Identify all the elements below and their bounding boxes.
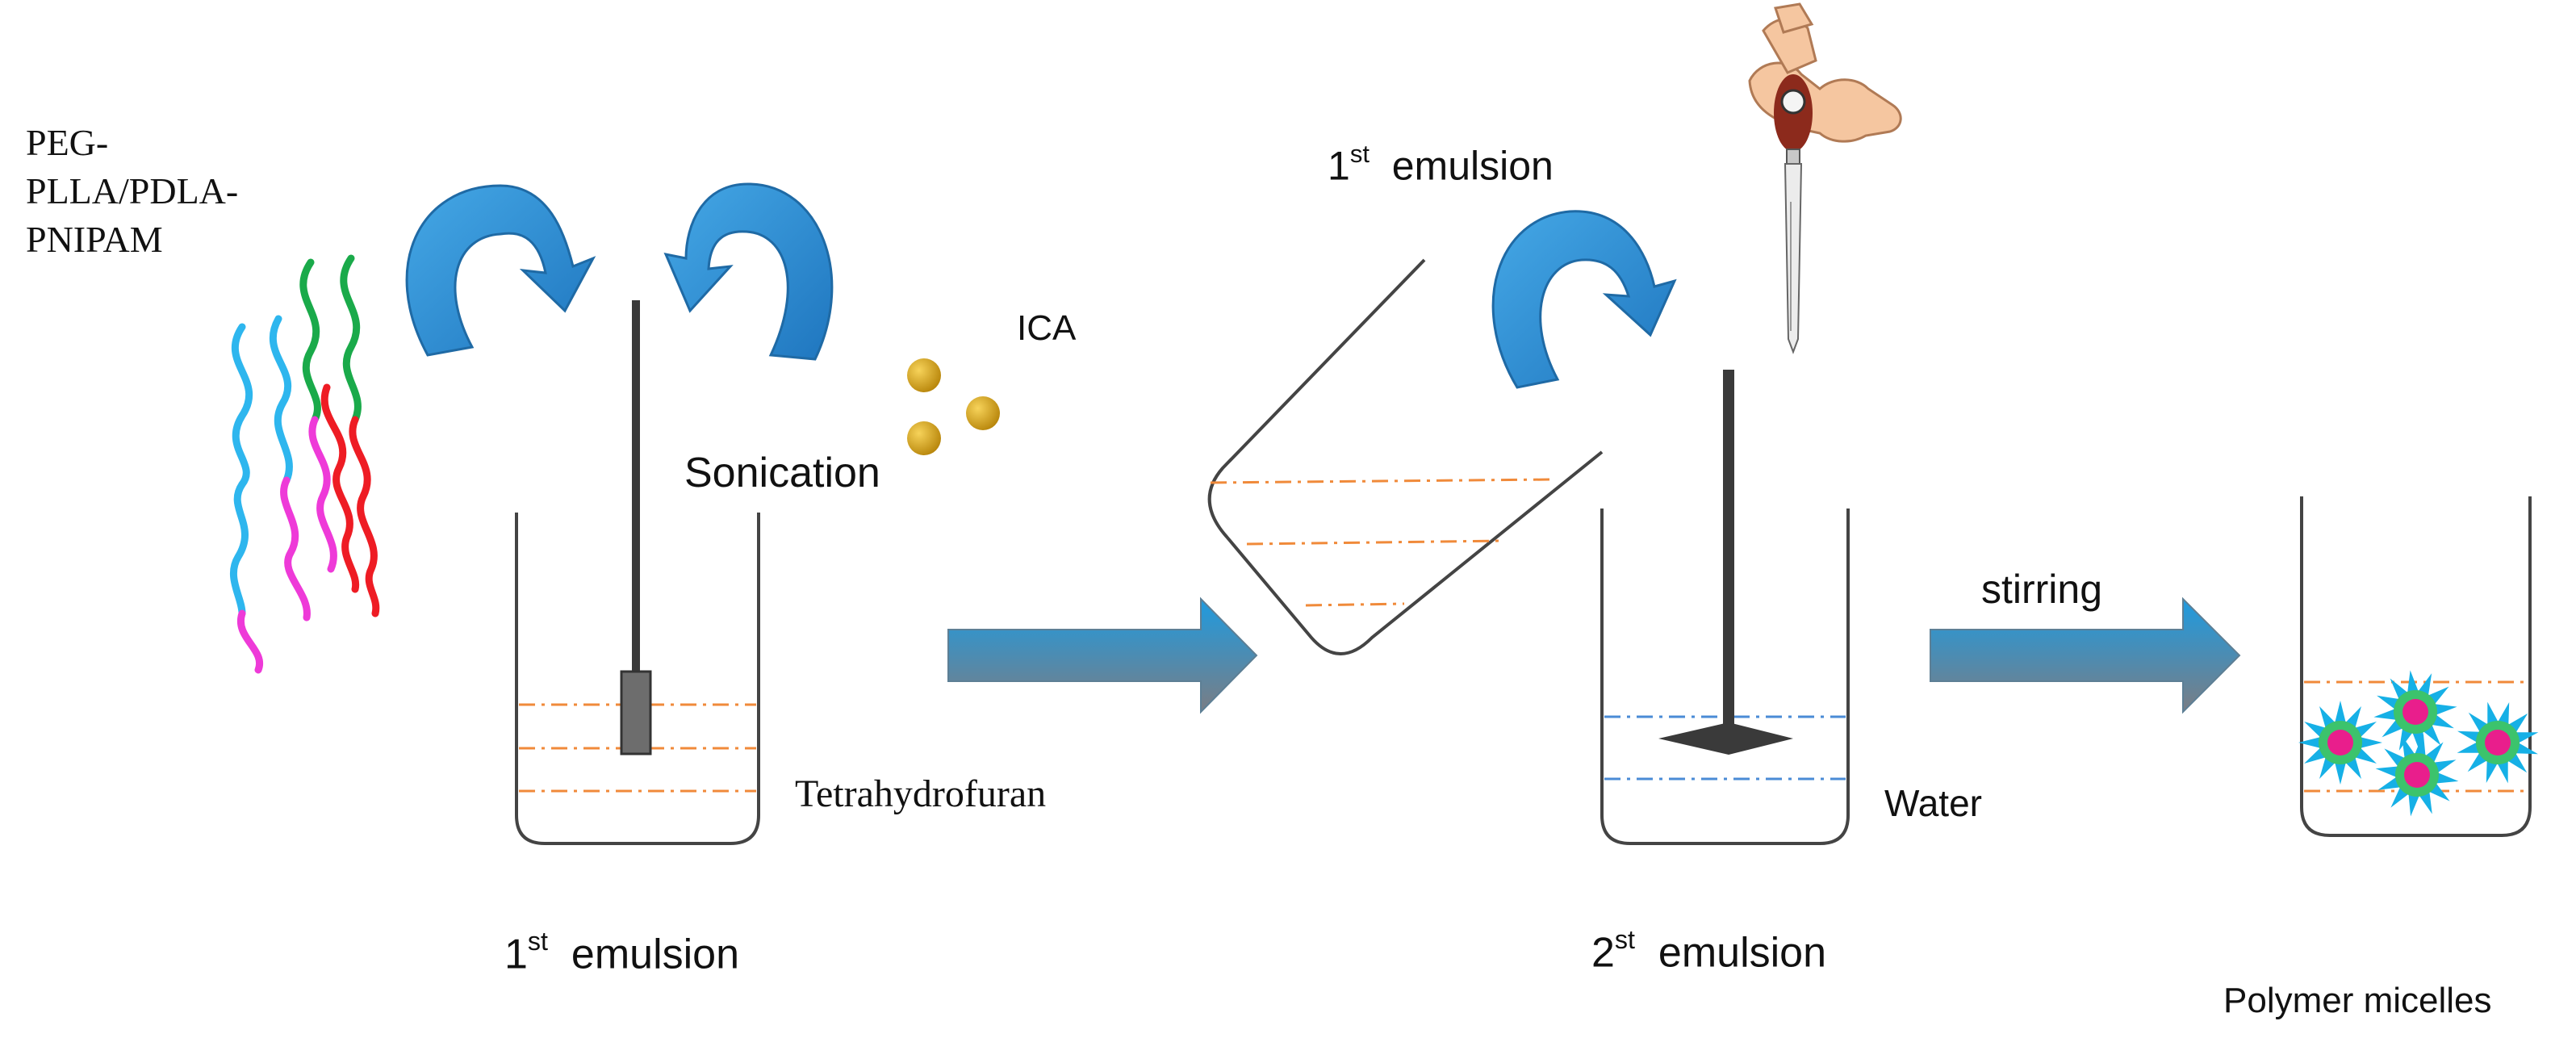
- block-arrow-icon: [947, 596, 1258, 714]
- micelle: [2298, 701, 2382, 785]
- curved-arrow-icon: [405, 184, 596, 357]
- sonication-label: Sonication: [684, 450, 880, 496]
- first-emulsion-top-label: 1st emulsion: [1328, 141, 1554, 186]
- curved-arrow-icon: [1491, 210, 1677, 389]
- solvent-label: Tetrahydrofuran: [795, 772, 1047, 815]
- micelle: [2375, 733, 2459, 817]
- first-emulsion-word: emulsion: [571, 931, 740, 978]
- product-label: Polymer micelles: [2223, 981, 2492, 1020]
- second-emulsion-num: 2: [1591, 929, 1615, 977]
- second-emulsion-word: emulsion: [1658, 929, 1827, 977]
- tilted-beaker: [1207, 258, 1604, 655]
- second-emulsion-label: 2st emulsion: [1591, 927, 1826, 974]
- polymer-chain-icon: [229, 254, 380, 674]
- water-label: Water: [1884, 782, 1982, 824]
- beaker-thf: [515, 513, 760, 845]
- ica-label: ICA: [1017, 308, 1077, 348]
- polymer-label-line3: PNIPAM: [26, 219, 163, 260]
- polymer-label: PEG- PLLA/PDLA- PNIPAM: [26, 119, 238, 264]
- first-emulsion-label: 1st emulsion: [504, 928, 739, 976]
- second-emulsion-sup: st: [1614, 925, 1635, 954]
- polymer-label-line1: PEG-: [26, 122, 109, 163]
- first-emulsion-top-sup: st: [1349, 140, 1370, 168]
- first-emulsion-num: 1: [504, 931, 528, 978]
- micelle: [2457, 701, 2539, 784]
- block-arrow-icon: [1930, 596, 2241, 714]
- micelle: [2373, 670, 2457, 754]
- polymer-label-line2: PLLA/PDLA-: [26, 170, 239, 211]
- sonication-probe-icon: [620, 300, 652, 755]
- ica-particle-icon: [907, 358, 1000, 455]
- stirrer-icon: [1658, 370, 1793, 755]
- curved-arrow-icon: [663, 182, 834, 361]
- first-emulsion-top-word: emulsion: [1391, 143, 1554, 189]
- dropper-hand-icon: [1748, 2, 1902, 354]
- micelle-icon: [2298, 670, 2539, 817]
- first-emulsion-sup: st: [527, 927, 548, 956]
- stirring-label: stirring: [1981, 567, 2103, 612]
- first-emulsion-top-num: 1: [1328, 143, 1350, 189]
